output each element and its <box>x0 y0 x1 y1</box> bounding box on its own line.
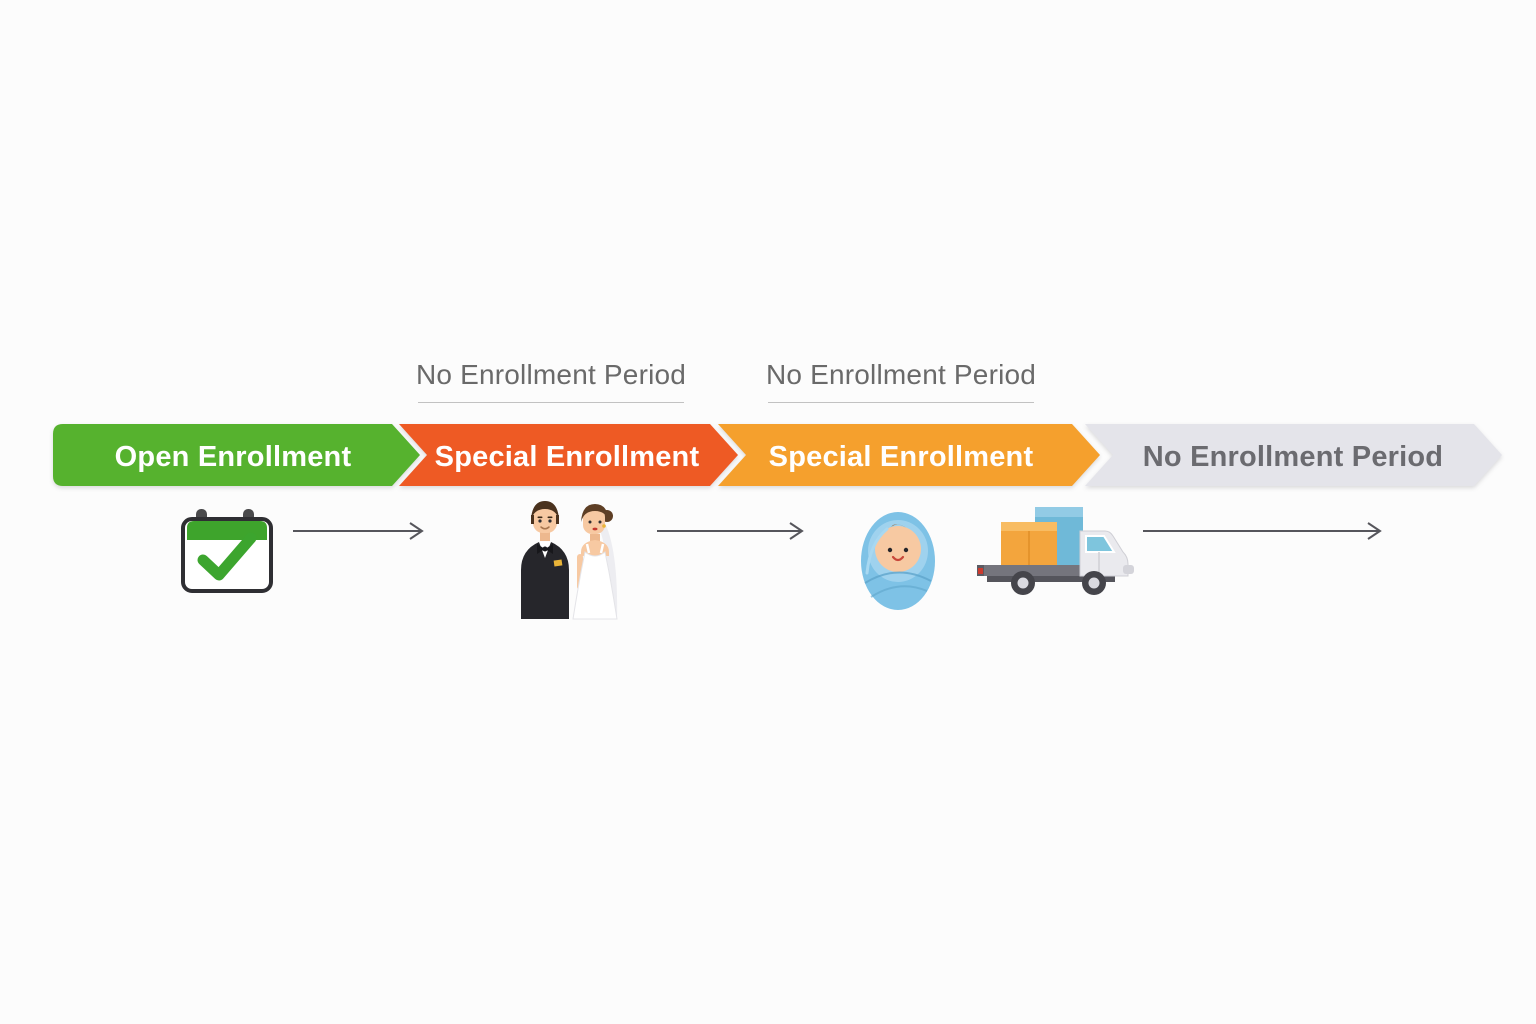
wedding-couple-icon <box>521 501 618 620</box>
moving-truck-icon <box>977 507 1134 595</box>
bride-face <box>583 508 605 534</box>
segment-label-no-enrollment-period: No Enrollment Period <box>1143 441 1443 473</box>
groom-eye-right <box>548 519 552 523</box>
groom-pocket-square <box>553 559 563 567</box>
bride-strap-left <box>585 543 591 554</box>
annotation-no-enrollment-period-2: No Enrollment Period <box>756 357 1046 403</box>
newborn-baby-icon <box>861 512 935 610</box>
baby-face <box>875 526 921 572</box>
blanket-highlight <box>865 527 889 575</box>
arrow-head <box>789 522 804 540</box>
segment-label-special-enrollment-1: Special Enrollment <box>435 441 700 473</box>
annotation-underline <box>768 402 1034 403</box>
segment-special-enrollment-2 <box>718 424 1100 486</box>
baby-eye-right <box>903 547 909 553</box>
annotation-label: No Enrollment Period <box>765 359 1037 390</box>
bride-lips <box>592 527 598 531</box>
bride-strap-right <box>599 543 605 554</box>
bride-dress <box>572 551 618 620</box>
groom-face <box>533 504 557 533</box>
arrow-icon-2 <box>657 522 804 540</box>
arrow-head <box>1367 522 1382 540</box>
arrow-icon-3 <box>1143 522 1382 540</box>
truck-bumper <box>1123 565 1134 574</box>
truck-window <box>1085 535 1116 553</box>
blanket-fold-2 <box>870 585 928 598</box>
arrow-head <box>409 522 424 540</box>
groom-eye-left <box>538 519 542 523</box>
groom-neck <box>540 532 550 541</box>
groom-bow-knot <box>542 546 548 552</box>
bride-eye-left <box>588 520 592 524</box>
groom-sideburn-right <box>556 515 559 524</box>
baby-eye-left <box>887 547 893 553</box>
baby-smile <box>891 555 905 562</box>
truck-chassis <box>987 576 1115 582</box>
groom-smile <box>540 526 550 530</box>
groom-brow-left <box>537 516 543 519</box>
groom-sideburn-left <box>531 515 534 524</box>
enrollment-timeline-bar: Open Enrollment Special Enrollment Speci… <box>53 424 1502 486</box>
groom-hair <box>531 501 559 520</box>
truck-box-blue-flap <box>1035 507 1083 517</box>
calendar-checkmark <box>197 532 257 581</box>
groom-brow-right <box>547 516 553 519</box>
segment-label-open-enrollment: Open Enrollment <box>115 441 352 473</box>
bride-hair <box>581 504 609 522</box>
bride-neck <box>590 534 600 543</box>
segment-label-special-enrollment-2: Special Enrollment <box>769 441 1034 473</box>
annotation-no-enrollment-period-1: No Enrollment Period <box>406 357 696 403</box>
segment-special-enrollment-1 <box>399 424 738 486</box>
truck-wheel-front-hub <box>1088 577 1100 589</box>
segment-no-enrollment-period <box>1085 424 1502 486</box>
segment-open-enrollment <box>53 424 420 486</box>
truck-box-orange-flap <box>1001 522 1057 531</box>
annotation-underline <box>418 402 684 403</box>
blanket-fold-1 <box>864 571 932 584</box>
bride-eye-right <box>598 520 602 524</box>
calendar-check-icon <box>181 509 273 593</box>
arrow-icon-1 <box>293 522 424 540</box>
truck-flatbed <box>977 565 1087 576</box>
truck-taillight <box>978 568 983 574</box>
bride-earring <box>602 524 606 528</box>
truck-wheel-rear-hub <box>1017 577 1029 589</box>
annotation-label: No Enrollment Period <box>415 359 687 390</box>
